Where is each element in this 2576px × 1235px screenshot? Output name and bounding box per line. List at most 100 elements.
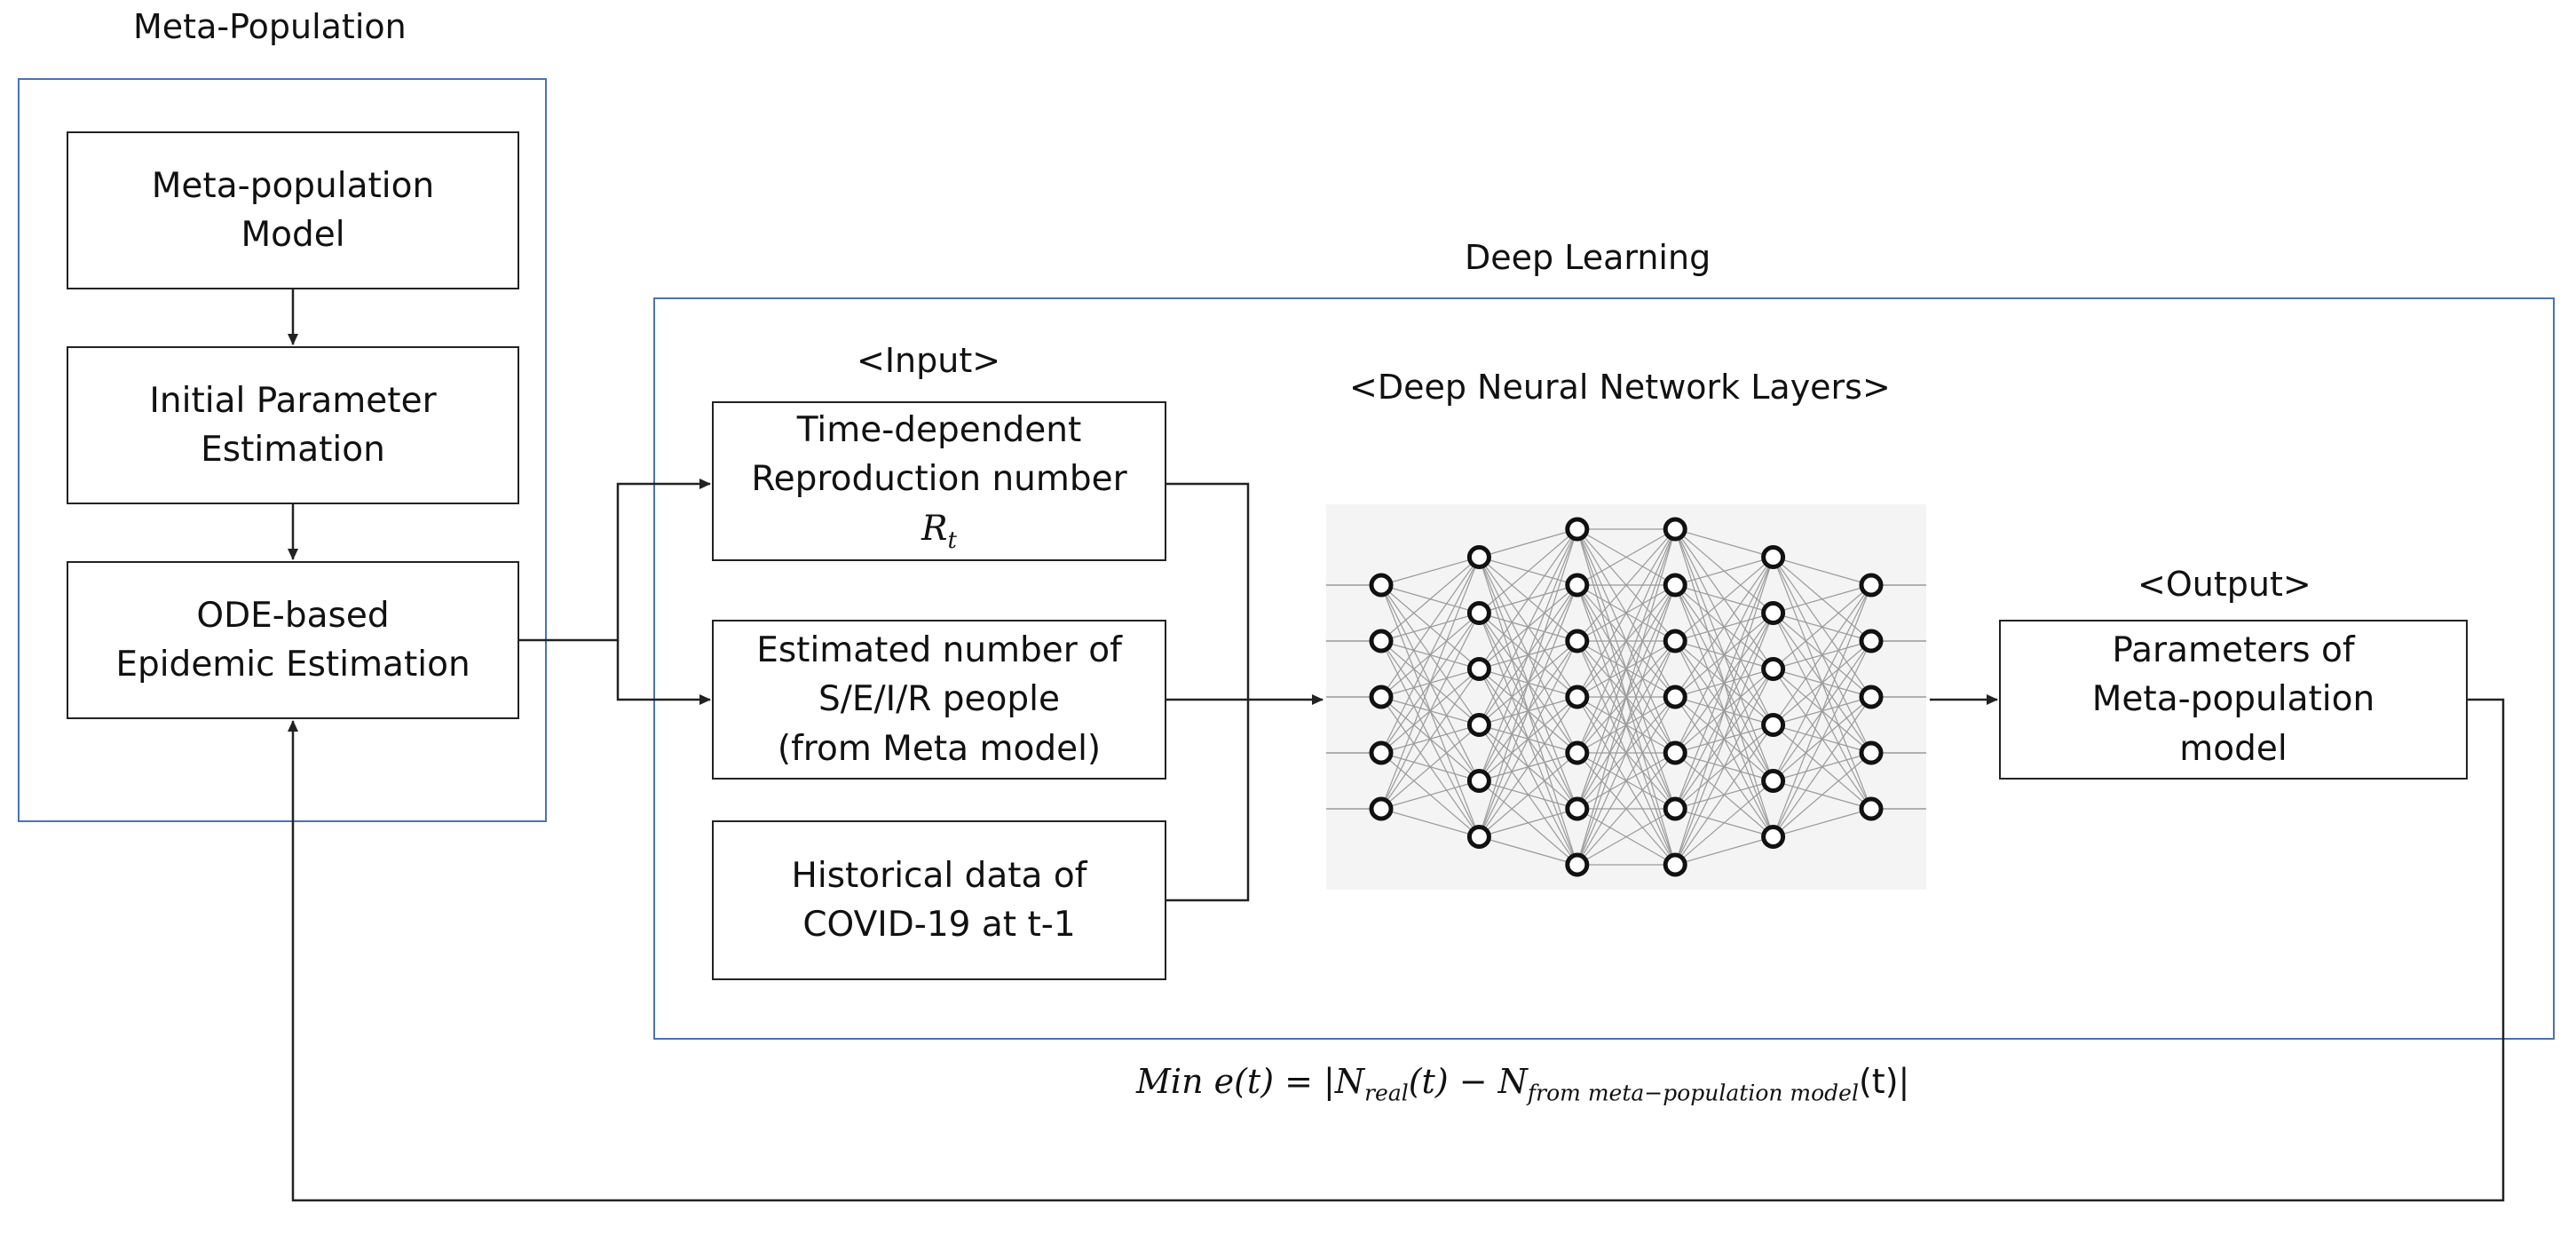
bracket-inputs	[1166, 482, 1250, 902]
nn-node	[1466, 657, 1491, 681]
nn-edge	[1576, 528, 1676, 754]
error-minimization-formula: Min e(t) = |Nreal(t) − Nfrom meta−popula…	[1136, 1062, 1910, 1106]
output-label: <Output>	[2137, 565, 2311, 604]
nn-node	[1565, 796, 1590, 821]
nn-edge	[1773, 556, 1872, 586]
nn-edge	[1674, 557, 1774, 866]
nn-edge	[1773, 752, 1872, 837]
nn-node	[1761, 545, 1786, 569]
arrow-feedback-loop	[288, 698, 2505, 1202]
nn-edge	[1479, 528, 1577, 558]
nn-node	[1761, 769, 1786, 793]
nn-node	[1663, 629, 1687, 653]
nn-node	[1565, 740, 1590, 765]
nn-edge	[1674, 557, 1774, 642]
nn-node	[1369, 685, 1394, 709]
nn-edge	[1773, 808, 1872, 838]
nn-edge	[1380, 557, 1480, 810]
nn-node	[1565, 573, 1590, 598]
nn-edge	[1478, 528, 1578, 669]
nn-edge	[1380, 613, 1480, 810]
nn-edge	[1773, 584, 1872, 781]
nn-node	[1369, 796, 1394, 821]
nn-edge	[1576, 528, 1676, 698]
nn-edge	[1576, 528, 1676, 642]
output-parameters-box: Parameters of Meta-population model	[1999, 620, 2468, 780]
nn-edge	[1380, 724, 1480, 810]
nn-edge	[1380, 556, 1480, 586]
nn-node	[1466, 545, 1491, 569]
nn-edge	[1380, 780, 1480, 810]
nn-edge	[1773, 584, 1872, 725]
seir-estimate-box: Estimated number of S/E/I/R people (from…	[712, 620, 1166, 780]
dnn-layers-label: <Deep Neural Network Layers>	[1349, 368, 1891, 407]
nn-edge	[1478, 528, 1578, 725]
deep-learning-group	[653, 297, 2555, 1040]
nn-node	[1761, 825, 1786, 849]
nn-edge	[1675, 556, 1774, 586]
nn-edge	[1380, 669, 1480, 810]
nn-edge	[1478, 584, 1578, 837]
nn-edge	[1773, 696, 1872, 837]
nn-edge	[1576, 808, 1676, 866]
nn-edge	[1478, 640, 1578, 837]
reproduction-number-box: Time-dependent Reproduction number Rt	[712, 401, 1166, 561]
nn-node	[1466, 825, 1491, 849]
nn-edge	[1675, 528, 1774, 558]
nn-edge	[1576, 696, 1676, 866]
nn-edge	[1576, 640, 1676, 866]
neural-network-graphic	[1326, 517, 1926, 877]
nn-node	[1565, 852, 1590, 877]
nn-node	[1663, 573, 1687, 598]
nn-edge	[1773, 640, 1872, 837]
nn-node	[1663, 796, 1687, 821]
arrow-ode-to-seir	[616, 640, 711, 705]
nn-node	[1859, 629, 1884, 653]
nn-edge	[1478, 528, 1578, 837]
nn-edge	[1773, 584, 1872, 614]
nn-node	[1859, 573, 1884, 598]
nn-node	[1663, 852, 1687, 877]
nn-edge	[1478, 696, 1578, 837]
nn-node	[1859, 740, 1884, 765]
input-label: <Input>	[857, 341, 1001, 380]
nn-edge	[1380, 808, 1480, 838]
nn-edge	[1576, 584, 1676, 866]
nn-node	[1761, 657, 1786, 681]
nn-edge	[1478, 528, 1578, 781]
nn-node	[1663, 740, 1687, 765]
nn-edge	[1675, 835, 1774, 866]
nn-node	[1859, 685, 1884, 709]
nn-node	[1859, 796, 1884, 821]
deep-learning-title: Deep Learning	[1465, 238, 1711, 277]
nn-edge	[1674, 557, 1774, 754]
nn-node	[1369, 629, 1394, 653]
nn-edge	[1380, 557, 1480, 642]
nn-edge	[1674, 557, 1774, 810]
historical-data-box: Historical data of COVID-19 at t-1	[712, 820, 1166, 980]
nn-edge	[1380, 557, 1480, 698]
nn-edge	[1479, 835, 1577, 866]
nn-edge	[1674, 669, 1774, 866]
nn-edge	[1674, 613, 1774, 866]
nn-node	[1663, 517, 1687, 542]
nn-node	[1369, 740, 1394, 765]
meta-population-title: Meta-Population	[133, 7, 407, 46]
rt-symbol: R	[921, 508, 948, 549]
nn-node	[1565, 629, 1590, 653]
nn-edge	[1674, 724, 1774, 866]
nn-node	[1466, 713, 1491, 737]
nn-node	[1565, 685, 1590, 709]
arrow-ode-to-reproduction	[519, 479, 711, 642]
nn-edge	[1479, 528, 1578, 614]
neural-network-panel	[1326, 504, 1926, 890]
nn-edge	[1576, 528, 1676, 810]
nn-edge	[1773, 584, 1872, 837]
nn-edge	[1479, 808, 1577, 838]
nn-edge	[1479, 752, 1578, 837]
nn-edge	[1576, 528, 1676, 866]
nn-node	[1565, 517, 1590, 542]
